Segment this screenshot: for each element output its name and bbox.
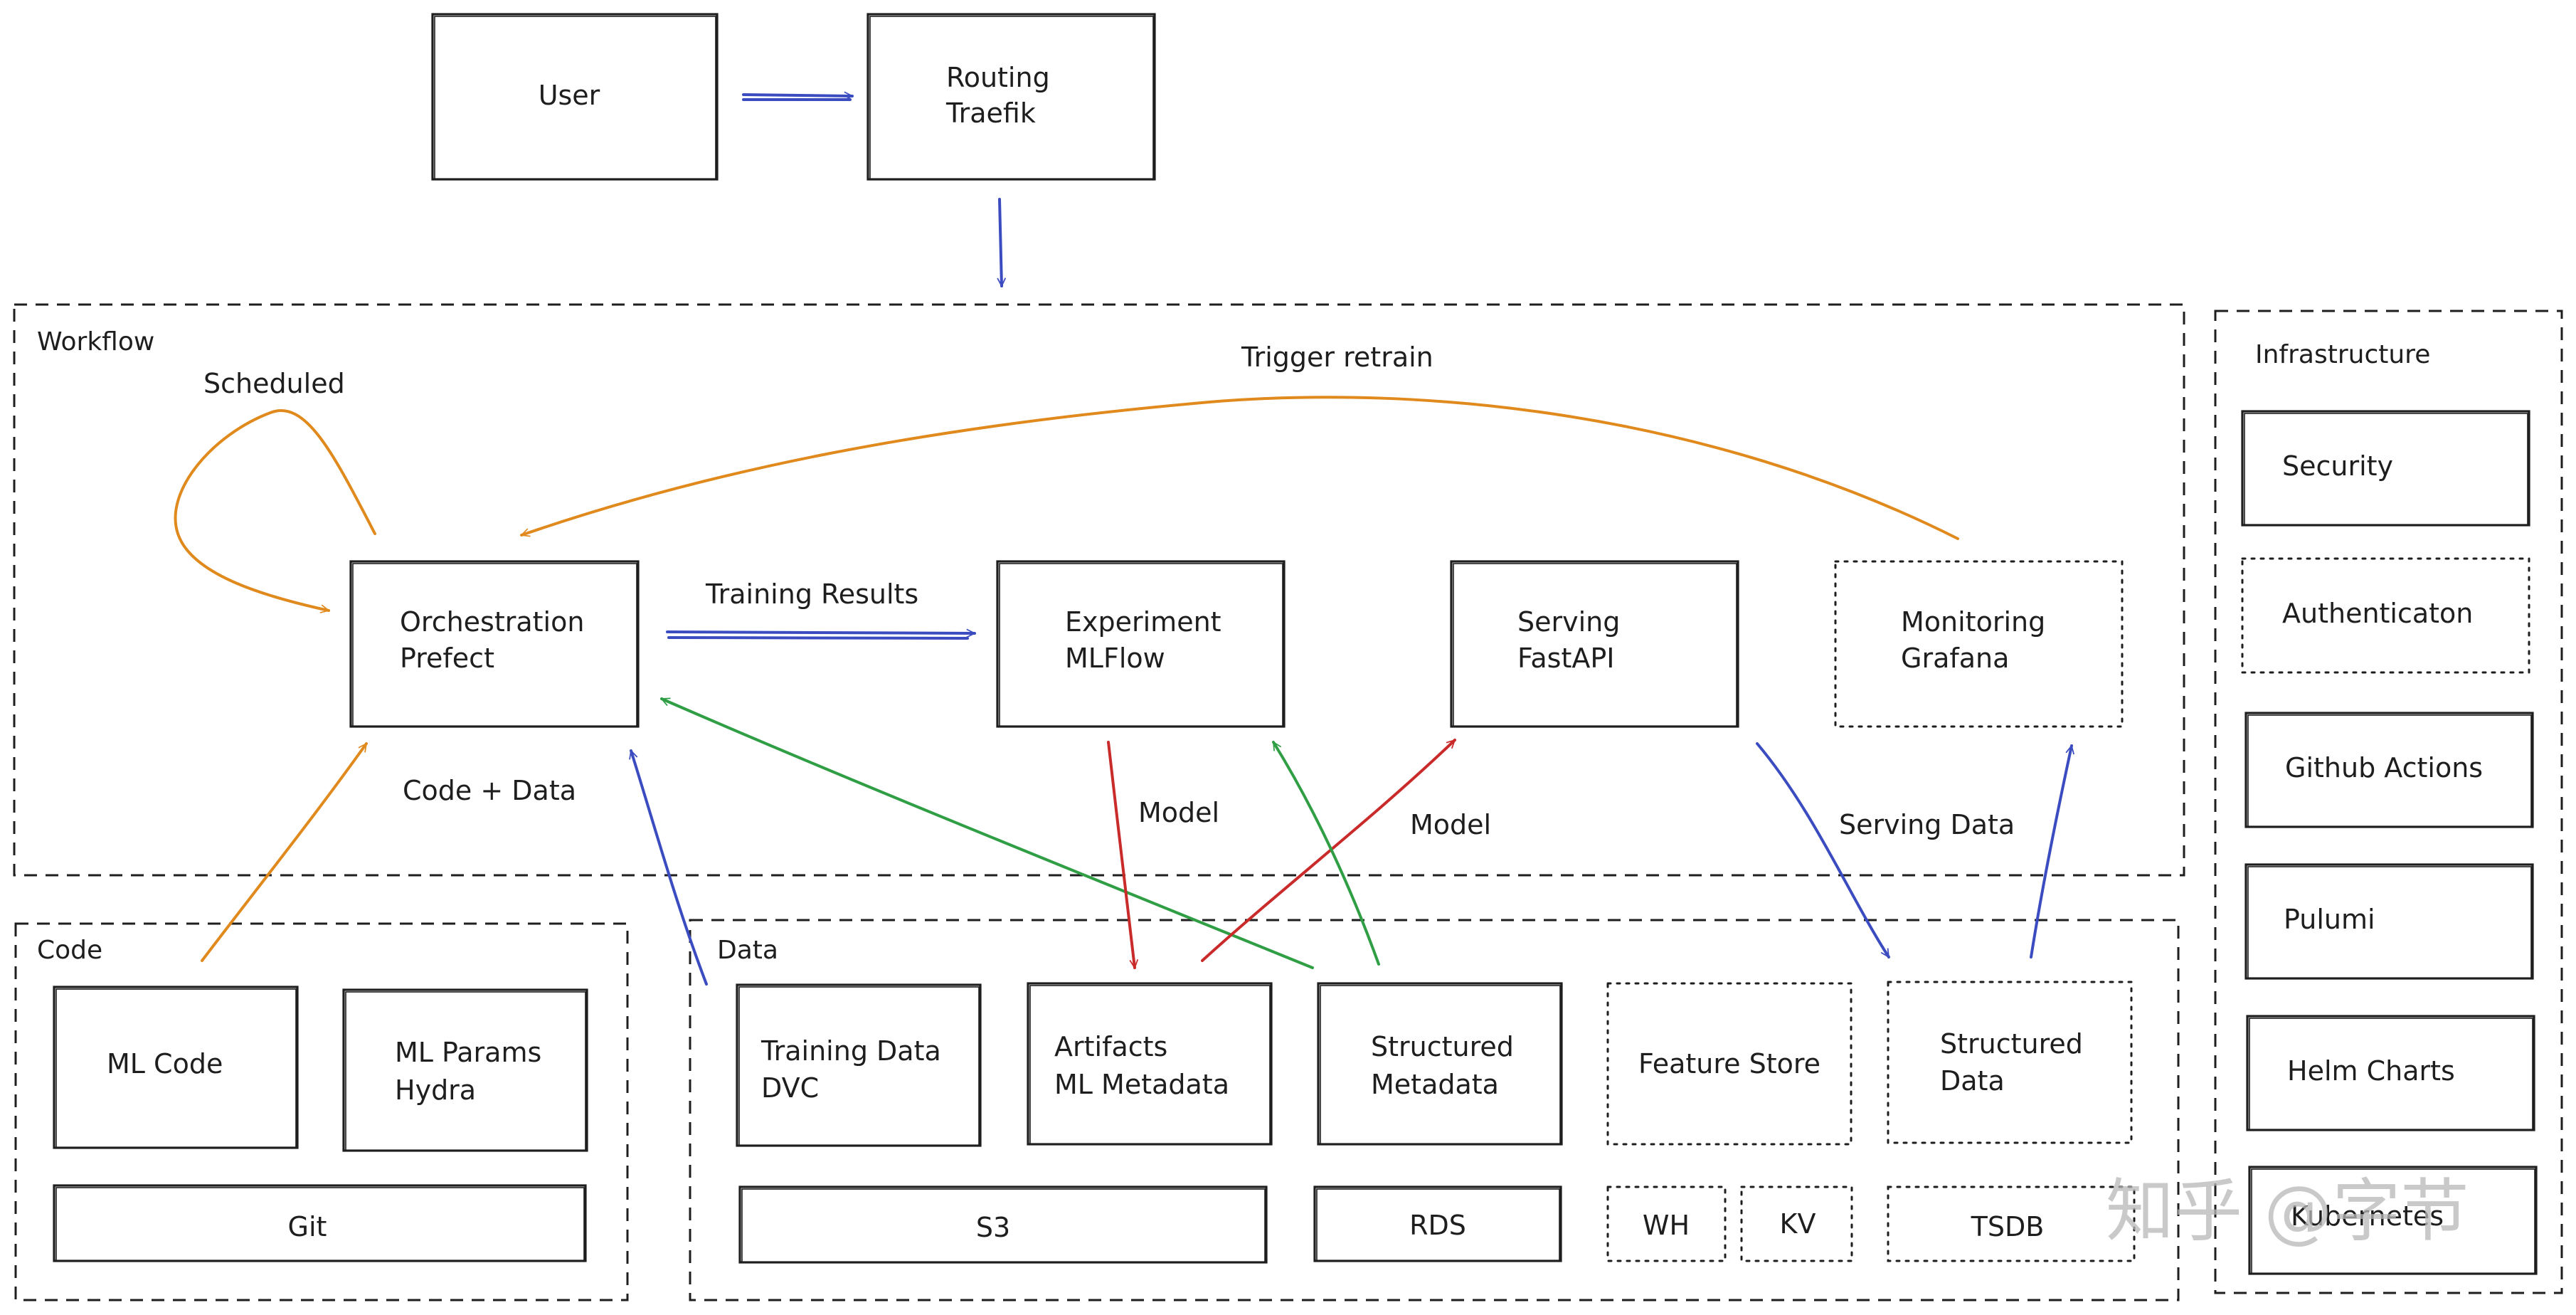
infra-item-authentication: Authenticaton <box>2241 557 2530 674</box>
user-node: User <box>431 13 719 181</box>
training-results-label: Training Results <box>705 579 918 610</box>
watermark-text: 知乎 @字节 <box>2106 1171 2469 1251</box>
ml-code-node: ML Code <box>53 986 299 1149</box>
rds-label: RDS <box>1409 1210 1466 1241</box>
infra-item-label: Pulumi <box>2284 904 2375 935</box>
training-data-label: Training Data <box>760 1035 941 1067</box>
routing-to-workflow-arrow <box>1000 198 1002 287</box>
infra-item-label: Authenticaton <box>2282 598 2473 629</box>
ml-code-label: ML Code <box>107 1048 223 1079</box>
scheduled-loop-arrow <box>174 408 376 611</box>
tsdb-node: TSDB <box>1887 1185 2136 1262</box>
experiment-sublabel: MLFlow <box>1065 643 1165 674</box>
feature-store-node: Feature Store <box>1606 982 1853 1146</box>
orchestration-node: Orchestration Prefect <box>349 560 640 728</box>
training-data-node: Training Data DVC <box>736 983 982 1147</box>
infra-item-label: Github Actions <box>2285 752 2483 783</box>
infra-item-security: Security <box>2241 410 2530 527</box>
serving-sublabel: FastAPI <box>1517 643 1614 674</box>
structured-metadata-sublabel: Metadata <box>1371 1069 1499 1100</box>
structured-data-sublabel: Data <box>1940 1065 2005 1097</box>
ml-params-label: ML Params <box>395 1037 541 1068</box>
routing-label: Routing <box>946 62 1050 93</box>
structured-data-to-monitoring-arrow <box>2030 744 2072 958</box>
training-results-arrow <box>666 632 976 640</box>
structured-metadata-to-experiment-arrow <box>1272 741 1380 966</box>
serving-to-structured-data-arrow <box>1756 742 1890 958</box>
orchestration-label: Orchestration <box>400 606 584 638</box>
experiment-node: Experiment MLFlow <box>996 560 1286 728</box>
wh-label: WH <box>1643 1210 1690 1241</box>
routing-node: Routing Traefik <box>866 13 1156 181</box>
training-data-sublabel: DVC <box>761 1072 819 1104</box>
artifacts-sublabel: ML Metadata <box>1054 1069 1229 1100</box>
structured-metadata-node: Structured Metadata <box>1317 982 1563 1146</box>
artifacts-to-serving-arrow <box>1201 739 1456 962</box>
structured-data-node: Structured Data <box>1887 981 2133 1144</box>
code-group-title: Code <box>37 936 102 965</box>
structured-data-label: Structured <box>1940 1028 2083 1060</box>
trigger-retrain-arrow <box>520 396 1959 540</box>
workflow-group-title: Workflow <box>37 327 154 357</box>
monitoring-label: Monitoring <box>1901 606 2045 638</box>
infra-item-label: Helm Charts <box>2287 1055 2455 1087</box>
code-to-orchestration-arrow <box>201 742 368 962</box>
structured-metadata-to-orchestration-arrow <box>660 697 1314 969</box>
code-data-label: Code + Data <box>403 775 576 806</box>
experiment-to-artifacts-arrow <box>1107 741 1135 969</box>
serving-data-label: Serving Data <box>1839 809 2015 840</box>
infra-item-label: Security <box>2282 450 2393 482</box>
model-label-left: Model <box>1138 797 1219 828</box>
serving-node: Serving FastAPI <box>1450 560 1739 728</box>
workflow-group: Workflow <box>13 303 2185 877</box>
trigger-retrain-label: Trigger retrain <box>1241 342 1433 373</box>
scheduled-label: Scheduled <box>203 368 345 399</box>
ml-params-node: ML Params Hydra <box>342 988 588 1152</box>
training-data-to-orchestration-arrow <box>631 749 708 986</box>
infra-item-kubernetes: Kubernetes <box>2248 1166 2538 1275</box>
infra-item-github-actions: Github Actions <box>2244 712 2534 828</box>
git-node: Git <box>53 1184 587 1262</box>
data-group-title: Data <box>717 936 778 965</box>
user-label: User <box>539 80 600 111</box>
rds-node: RDS <box>1313 1185 1562 1262</box>
tsdb-label: TSDB <box>1971 1211 2045 1242</box>
code-group: Code <box>14 922 629 1301</box>
infra-item-helm-charts: Helm Charts <box>2246 1015 2535 1131</box>
s3-node: S3 <box>738 1185 1268 1264</box>
orchestration-sublabel: Prefect <box>400 643 494 674</box>
monitoring-node: Monitoring Grafana <box>1834 560 2124 728</box>
data-group: Data <box>689 919 2180 1301</box>
artifacts-label: Artifacts <box>1054 1031 1167 1062</box>
user-to-routing-arrow <box>742 95 854 101</box>
infra-item-pulumi: Pulumi <box>2244 863 2534 980</box>
model-label-right: Model <box>1410 809 1491 840</box>
ml-params-sublabel: Hydra <box>395 1074 476 1106</box>
serving-label: Serving <box>1517 606 1620 638</box>
wh-node: WH <box>1606 1185 1727 1262</box>
infrastructure-group-title: Infrastructure <box>2255 340 2430 369</box>
infrastructure-group: Infrastructure <box>2214 310 2563 1294</box>
kv-label: KV <box>1780 1208 1816 1240</box>
kv-node: KV <box>1740 1185 1853 1262</box>
git-label: Git <box>288 1211 327 1242</box>
experiment-label: Experiment <box>1065 606 1221 638</box>
feature-store-label: Feature Store <box>1638 1048 1820 1079</box>
s3-label: S3 <box>976 1212 1010 1243</box>
infra-item-label: Kubernetes <box>2291 1200 2444 1232</box>
routing-sublabel: Traefik <box>945 97 1036 129</box>
monitoring-sublabel: Grafana <box>1901 643 2009 674</box>
structured-metadata-label: Structured <box>1371 1031 1514 1062</box>
artifacts-node: Artifacts ML Metadata <box>1027 982 1273 1146</box>
